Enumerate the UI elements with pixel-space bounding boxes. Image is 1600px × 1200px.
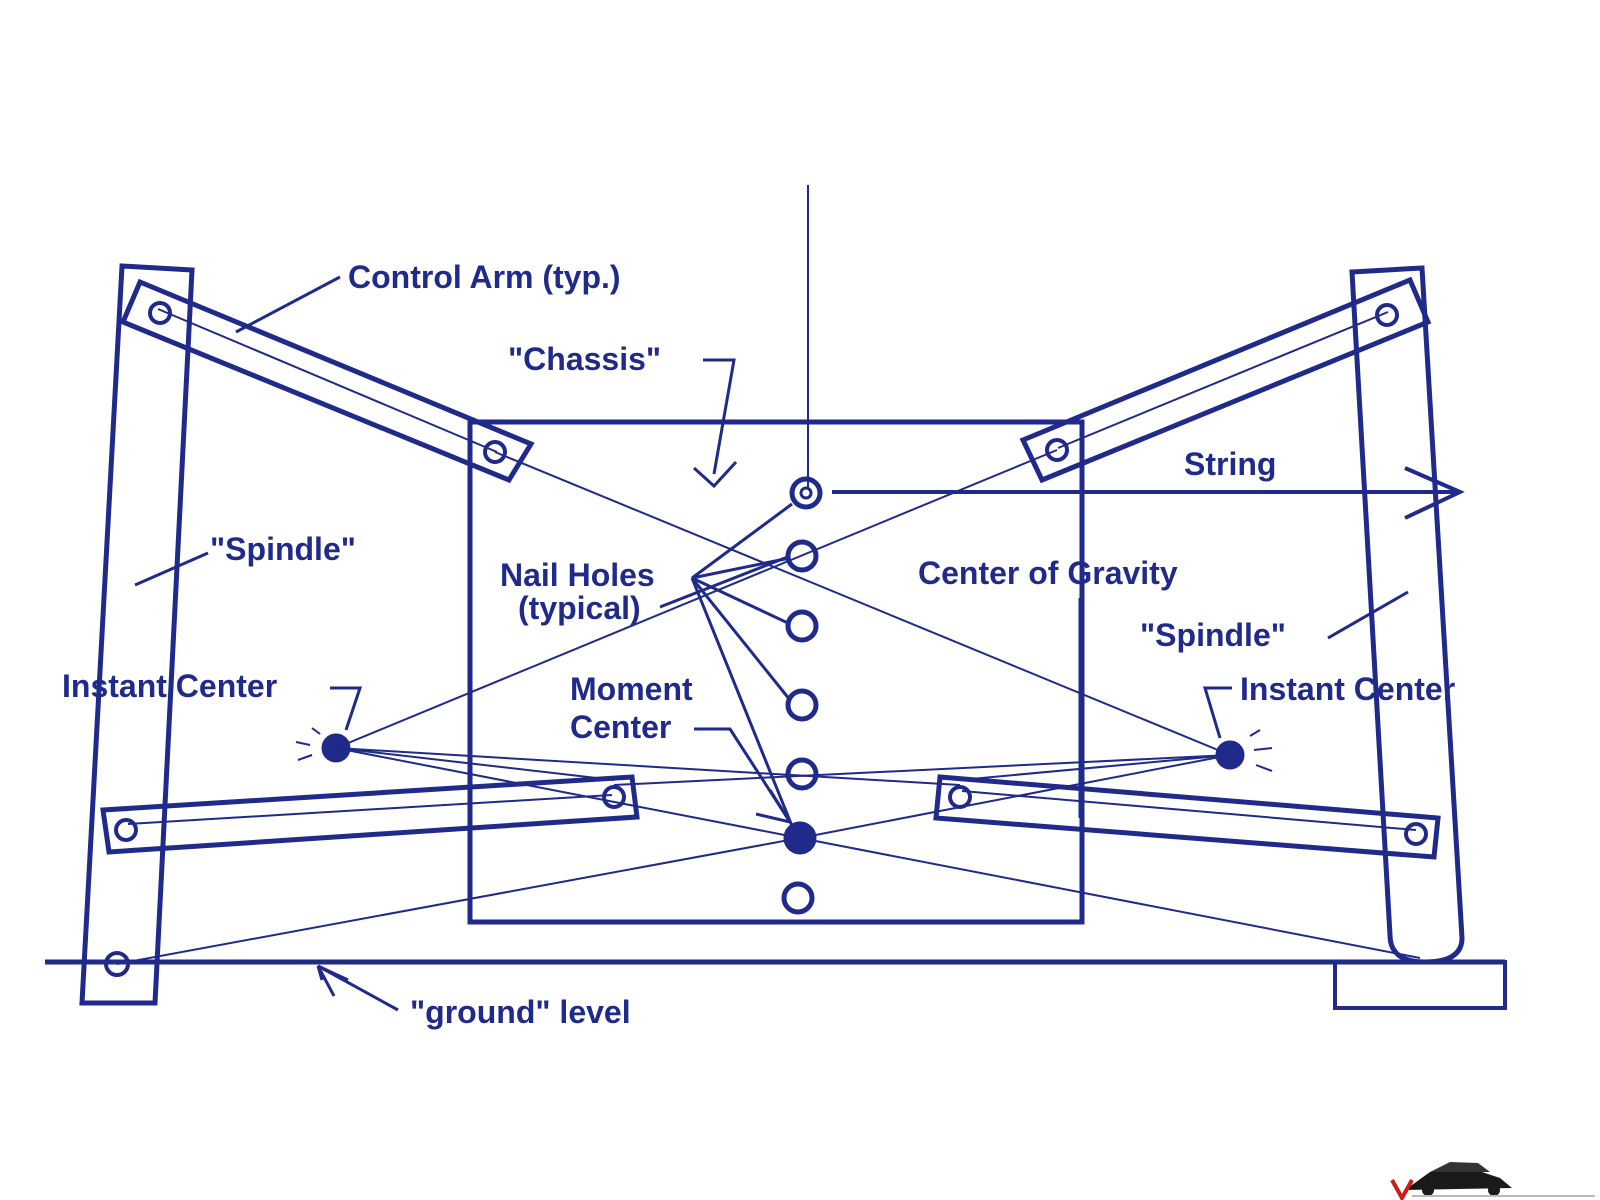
nail-hole-1-inner	[799, 486, 813, 500]
nail-hole-1	[789, 476, 823, 510]
nail-hole-4	[785, 688, 819, 722]
label-string: String	[1184, 446, 1276, 482]
upper-left-arm-pivot-inner	[483, 440, 507, 464]
label-center-of-gravity: Center of Gravity	[918, 555, 1178, 591]
label-chassis: "Chassis"	[508, 341, 661, 377]
upper-right-control-arm	[1019, 276, 1432, 484]
instant-center-left-rays	[295, 727, 321, 761]
upper-left-arm-inner-line	[157, 308, 498, 453]
nail-hole-6	[781, 881, 815, 915]
label-control-arm: Control Arm (typ.)	[348, 259, 621, 295]
lower-right-arm-pivot-inner	[948, 785, 972, 809]
left-spindle	[79, 263, 195, 1006]
upper-left-control-arm	[119, 278, 535, 484]
upper-right-arm-pivot-inner	[1045, 438, 1069, 462]
lower-right-arm-pivot-outer	[1404, 822, 1428, 846]
lower-left-arm-pivot-inner	[602, 785, 626, 809]
label-leaders	[134, 275, 1409, 1012]
label-nail-holes-2: (typical)	[518, 590, 641, 626]
lower-right-arm-inner-line	[961, 790, 1417, 831]
label-moment-center-1: Moment	[570, 671, 693, 707]
upper-right-arm-inner-line	[1057, 311, 1389, 449]
instant-center-right-rays	[1249, 729, 1273, 772]
right-ground-block	[1333, 960, 1507, 1010]
nail-hole-5	[785, 757, 819, 791]
label-spindle-left: "Spindle"	[210, 531, 356, 567]
label-nail-holes-1: Nail Holes	[500, 557, 655, 593]
chassis-box	[467, 419, 1085, 925]
string-arrowhead	[1404, 466, 1465, 520]
lower-right-control-arm	[933, 774, 1441, 860]
lower-left-arm-pivot-outer	[114, 818, 138, 842]
nail-hole-3	[785, 609, 819, 643]
label-spindle-right: "Spindle"	[1140, 617, 1286, 653]
label-instant-center-right: Instant Center	[1240, 671, 1455, 707]
upper-left-arm-pivot-outer	[148, 301, 172, 325]
label-moment-center-2: Center	[570, 709, 671, 745]
lower-left-control-arm	[100, 774, 640, 855]
car-logo-icon	[1390, 1162, 1595, 1200]
upper-right-arm-pivot-outer	[1375, 303, 1399, 327]
label-ground-level: "ground" level	[410, 994, 631, 1030]
left-contact-patch	[104, 951, 130, 977]
lower-left-arm-inner-line	[127, 794, 613, 825]
label-instant-center-left: Instant Center	[62, 668, 277, 704]
projection-lines	[116, 449, 1421, 965]
